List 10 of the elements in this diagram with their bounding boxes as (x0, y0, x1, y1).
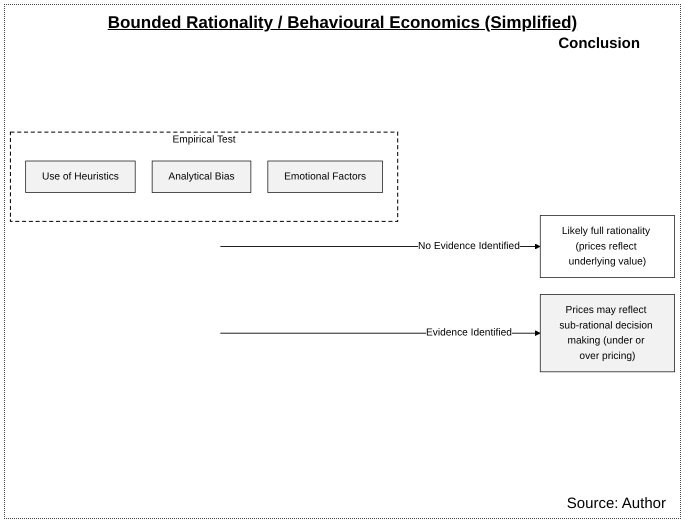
node-box: Prices may reflect sub-rational decision making (under or over pricing) (540, 294, 675, 372)
column-heading: Conclusion (558, 35, 640, 52)
source-note: Source: Author (566, 495, 666, 512)
edge-label: No Evidence Identified (418, 240, 520, 252)
node-box: Emotional Factors (268, 160, 383, 193)
node-box: Likely full rationality (prices reflect underlying value) (540, 215, 675, 278)
edge-label: Evidence Identified (426, 326, 512, 338)
diagram-title: Bounded Rationality / Behavioural Economics (Simplified) (106, 13, 578, 33)
node-box: Analytical Bias (152, 160, 252, 193)
node-box: Use of Heuristics (25, 160, 136, 193)
